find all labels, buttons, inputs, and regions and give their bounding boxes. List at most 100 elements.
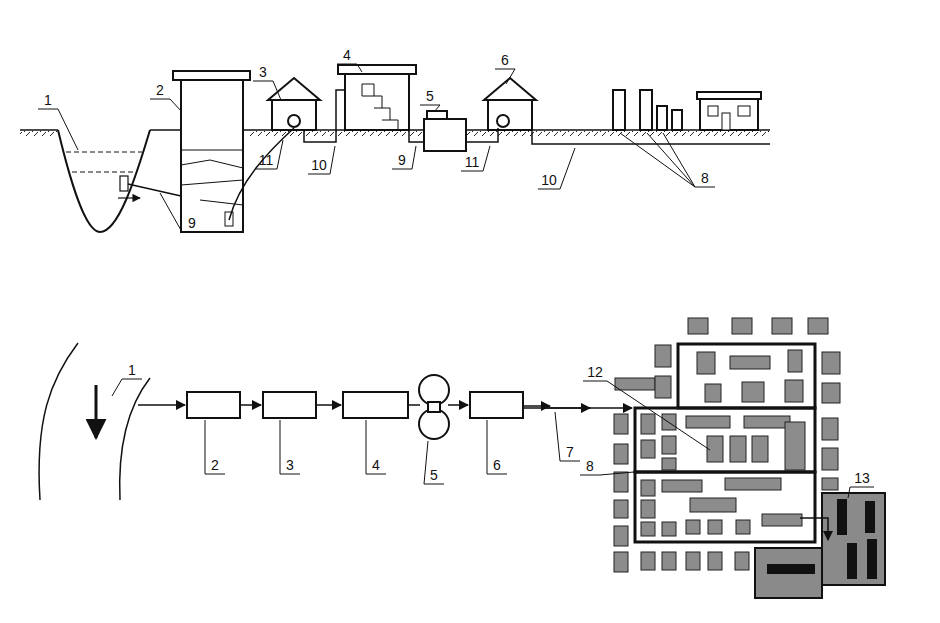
callout-number: 9 bbox=[397, 152, 407, 168]
callout-number: 10 bbox=[540, 172, 558, 188]
industrial-zone bbox=[768, 565, 814, 573]
city-block bbox=[662, 522, 676, 536]
city-block bbox=[614, 500, 628, 518]
leader-line bbox=[112, 379, 142, 396]
river-section bbox=[58, 130, 150, 232]
callout-number: 1 bbox=[127, 362, 137, 378]
city-block bbox=[641, 500, 655, 518]
city-block bbox=[697, 352, 715, 374]
pump-station-1 bbox=[229, 128, 294, 220]
treatment-plant bbox=[362, 84, 398, 130]
leader-line bbox=[366, 420, 386, 474]
town-buildings bbox=[697, 92, 761, 99]
industrial-zone bbox=[838, 500, 846, 534]
river-section bbox=[66, 152, 142, 153]
city-block bbox=[822, 418, 838, 440]
town-buildings bbox=[672, 110, 682, 130]
river-section bbox=[120, 176, 128, 191]
leader-line bbox=[583, 381, 710, 450]
leader-line bbox=[337, 64, 362, 72]
flow-arrow bbox=[240, 404, 261, 406]
intake-well bbox=[173, 71, 250, 80]
city-block bbox=[708, 520, 722, 534]
leader-line bbox=[38, 109, 78, 150]
industrial-zone bbox=[755, 548, 822, 598]
city-block bbox=[742, 382, 764, 402]
flow-arrow bbox=[523, 407, 632, 409]
city-block bbox=[822, 448, 838, 470]
industrial-zone bbox=[800, 518, 828, 540]
city-block bbox=[641, 552, 655, 570]
river-section bbox=[118, 197, 140, 198]
callout-number: 13 bbox=[853, 470, 871, 486]
clean-water-reservoir bbox=[427, 111, 447, 119]
process-block bbox=[419, 375, 449, 405]
city-block bbox=[752, 436, 768, 462]
leader-line bbox=[308, 146, 335, 174]
callout-number: 9 bbox=[187, 215, 197, 231]
city-block bbox=[705, 384, 721, 402]
pump-station-2 bbox=[497, 115, 509, 127]
leader-line bbox=[280, 420, 300, 474]
city-block bbox=[762, 514, 802, 526]
city-block bbox=[822, 352, 840, 374]
town-buildings bbox=[738, 106, 750, 116]
river-plan bbox=[39, 343, 78, 500]
river-plan bbox=[39, 343, 150, 500]
city-block bbox=[736, 520, 750, 534]
city-block bbox=[615, 378, 655, 390]
callout-number: 10 bbox=[310, 157, 328, 173]
city-block bbox=[614, 472, 628, 492]
ground-hatch bbox=[250, 131, 770, 136]
city-block bbox=[690, 498, 736, 512]
treatment-plant bbox=[338, 65, 416, 74]
intake-well bbox=[128, 71, 250, 232]
industrial-zone bbox=[848, 544, 856, 578]
town-buildings bbox=[708, 106, 718, 116]
city-block bbox=[662, 552, 676, 570]
process-block bbox=[470, 392, 523, 418]
city-block bbox=[662, 458, 676, 470]
industrial-zone bbox=[822, 493, 885, 585]
ground-line bbox=[20, 129, 58, 131]
river-section bbox=[58, 130, 150, 232]
callout-number: 6 bbox=[492, 457, 502, 473]
callout-number: 4 bbox=[371, 457, 381, 473]
callout-number: 8 bbox=[700, 170, 710, 186]
intake-well bbox=[181, 80, 243, 232]
treatment-plant bbox=[304, 90, 345, 142]
city-blocks bbox=[614, 318, 840, 572]
process-block bbox=[263, 392, 316, 418]
callout-number: 2 bbox=[155, 82, 165, 98]
city-block bbox=[655, 376, 671, 398]
clean-water-reservoir bbox=[409, 111, 466, 151]
leader-line bbox=[112, 379, 874, 498]
leader-line bbox=[392, 146, 416, 169]
city-block bbox=[808, 318, 828, 334]
river-plan bbox=[120, 378, 150, 500]
leader-line bbox=[424, 441, 444, 484]
water-network bbox=[678, 344, 815, 408]
town-buildings bbox=[657, 106, 667, 130]
flow-arrow bbox=[138, 405, 632, 408]
leader-line bbox=[38, 64, 715, 232]
city-block bbox=[772, 318, 792, 334]
pump-station-1 bbox=[288, 115, 300, 127]
city-block bbox=[730, 436, 746, 462]
treatment-plant bbox=[304, 65, 416, 142]
leader-line bbox=[461, 146, 490, 171]
city-block bbox=[614, 414, 628, 434]
pump-station-1 bbox=[229, 78, 320, 220]
river-section bbox=[72, 172, 136, 173]
city-block bbox=[730, 356, 770, 369]
city-block bbox=[614, 552, 628, 572]
city-block bbox=[708, 552, 722, 570]
callout-number: 6 bbox=[500, 52, 510, 68]
flow-arrow bbox=[316, 404, 341, 406]
process-block bbox=[187, 375, 523, 439]
city-block bbox=[641, 480, 655, 496]
city-block bbox=[614, 526, 628, 546]
flow-arrow bbox=[523, 405, 550, 407]
leader-line bbox=[620, 133, 715, 187]
